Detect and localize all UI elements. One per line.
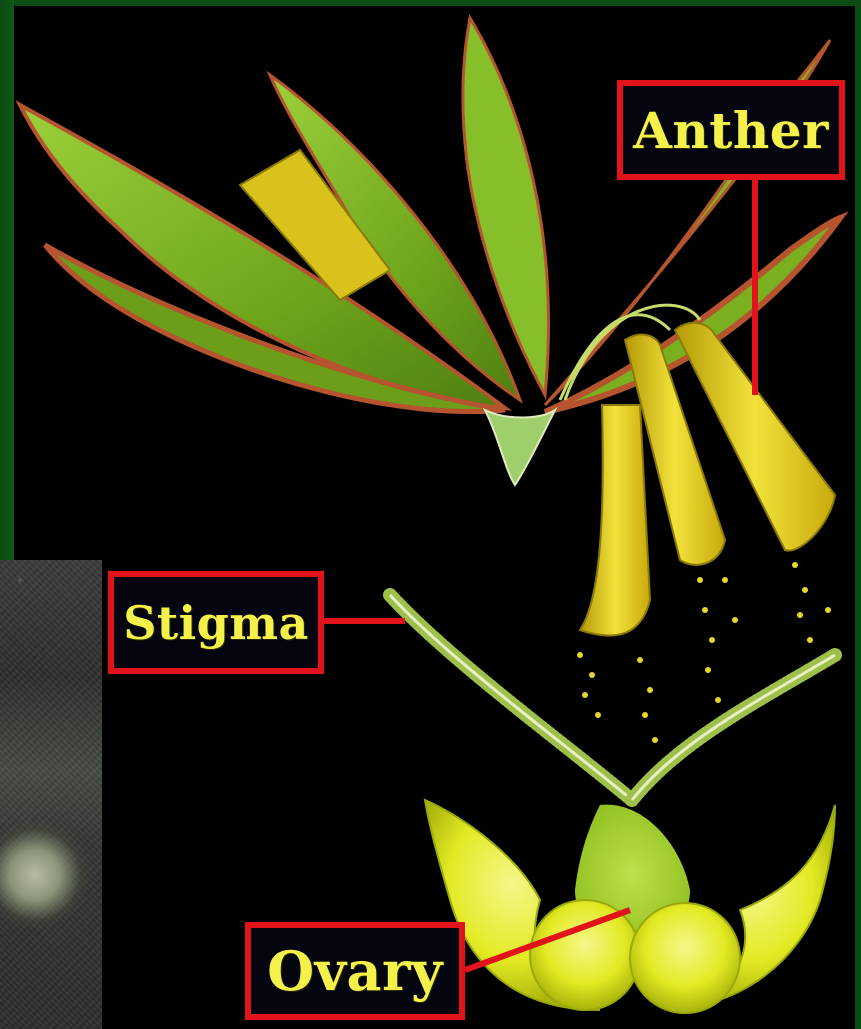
ovary-bottom-right bbox=[630, 903, 740, 1013]
petal-right-lower bbox=[545, 218, 840, 412]
anther-1 bbox=[580, 405, 650, 636]
ovary-bottom-left bbox=[530, 900, 640, 1010]
flower-base-bract bbox=[485, 410, 555, 485]
ovary-label: Ovary bbox=[267, 939, 443, 1003]
stigma-label-box: Stigma bbox=[108, 571, 324, 674]
ovary-group bbox=[425, 800, 835, 1013]
anther-label-box: Anther bbox=[617, 80, 845, 180]
stigma-right-branch bbox=[632, 655, 835, 800]
ovary-label-box: Ovary bbox=[245, 922, 465, 1020]
stigma-label: Stigma bbox=[123, 596, 309, 650]
anther-label: Anther bbox=[633, 101, 829, 160]
